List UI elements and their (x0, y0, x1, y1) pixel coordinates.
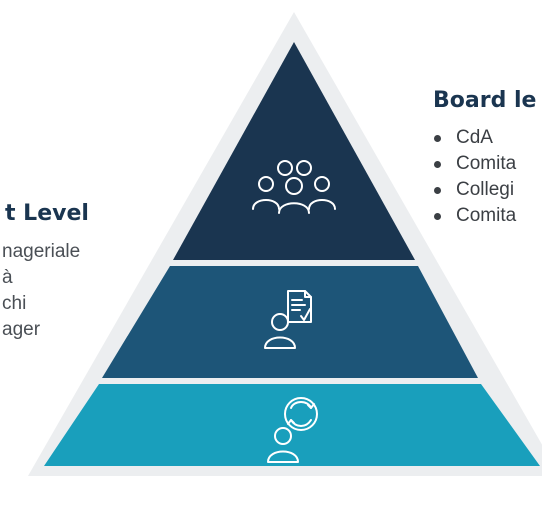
list-item: Comita (430, 151, 516, 177)
list-item: nageriale (2, 241, 81, 262)
list-item: CdA (430, 125, 516, 151)
people-group-icon (252, 160, 336, 214)
list-item: chi (2, 293, 27, 314)
board-level-heading: Board le (433, 88, 537, 113)
list-item: Comita (430, 203, 516, 229)
management-level-heading: t Level (5, 201, 89, 226)
list-item: ager (2, 319, 41, 340)
board-level-list: CdA Comita Collegi Comita (430, 125, 516, 229)
management-level-list: nageriale à chi ager (2, 239, 80, 343)
list-item: à (2, 267, 13, 288)
list-item: Collegi (430, 177, 516, 203)
person-recycle-icon (267, 397, 318, 463)
person-document-check-icon (264, 290, 312, 349)
pyramid-tier-bottom (44, 384, 540, 466)
pyramid-tier-top (173, 42, 415, 260)
